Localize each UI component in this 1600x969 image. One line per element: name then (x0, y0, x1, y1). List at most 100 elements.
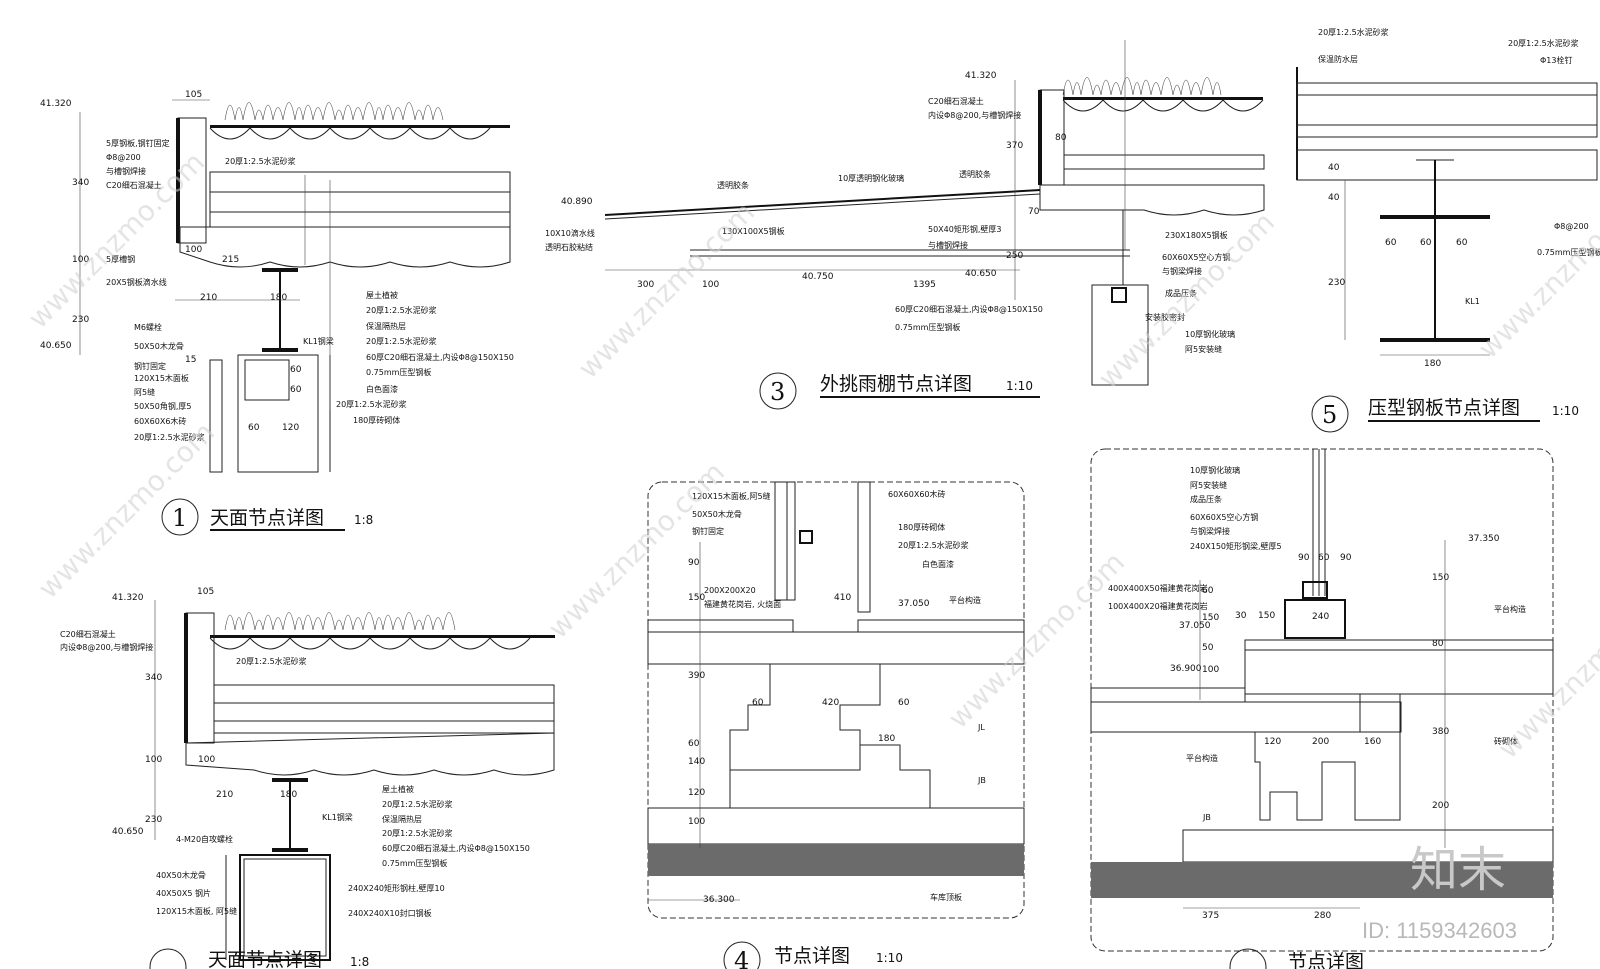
svg-text:40.650: 40.650 (112, 827, 144, 837)
svg-text:105: 105 (197, 587, 214, 597)
svg-text:内设Φ8@200,与槽钢焊接: 内设Φ8@200,与槽钢焊接 (928, 110, 1021, 120)
svg-text:20厚1:2.5水泥砂浆: 20厚1:2.5水泥砂浆 (898, 540, 969, 550)
svg-text:10厚透明钢化玻璃: 10厚透明钢化玻璃 (838, 173, 904, 183)
svg-text:保温防水层: 保温防水层 (1318, 54, 1358, 64)
svg-text:5厚钢板,钢钉固定: 5厚钢板,钢钉固定 (106, 138, 170, 148)
svg-text:60: 60 (1456, 238, 1468, 248)
svg-text:与钢梁焊接: 与钢梁焊接 (1162, 266, 1202, 276)
svg-text:150: 150 (688, 593, 705, 603)
svg-text:www.znzmo.com: www.znzmo.com (1492, 576, 1600, 765)
svg-text:60: 60 (290, 365, 302, 375)
svg-text:40.650: 40.650 (965, 269, 997, 279)
svg-text:透明胶条: 透明胶条 (717, 180, 749, 190)
svg-text:4: 4 (734, 947, 749, 969)
svg-text:平台构造: 平台构造 (1494, 604, 1526, 614)
svg-text:20厚1:2.5水泥砂浆: 20厚1:2.5水泥砂浆 (1508, 38, 1579, 48)
svg-text:0.75mm压型钢板: 0.75mm压型钢板 (366, 367, 431, 377)
svg-text:20厚1:2.5水泥砂浆: 20厚1:2.5水泥砂浆 (336, 399, 407, 409)
svg-text:C20细石混凝土: C20细石混凝土 (928, 96, 984, 106)
svg-text:20厚1:2.5水泥砂浆: 20厚1:2.5水泥砂浆 (236, 656, 307, 666)
detail-3-drawing (604, 40, 1265, 386)
svg-text:节点详图: 节点详图 (1288, 951, 1364, 969)
svg-text:60: 60 (688, 739, 700, 749)
svg-text:240: 240 (1312, 612, 1329, 622)
svg-text:0.75mm压型钢板: 0.75mm压型钢板 (1537, 247, 1600, 257)
svg-text:JB: JB (977, 776, 986, 785)
svg-text:150: 150 (1432, 573, 1449, 583)
svg-text:80: 80 (1432, 639, 1444, 649)
svg-text:3: 3 (770, 378, 785, 406)
svg-text:20厚1:2.5水泥砂浆: 20厚1:2.5水泥砂浆 (382, 799, 453, 809)
svg-text:230: 230 (72, 315, 89, 325)
svg-text:20厚1:2.5水泥砂浆: 20厚1:2.5水泥砂浆 (366, 336, 437, 346)
svg-text:100: 100 (1202, 665, 1219, 675)
svg-text:120X15木面板, 阿5缝: 120X15木面板, 阿5缝 (156, 906, 237, 916)
svg-text:60X60X5空心方钢: 60X60X5空心方钢 (1162, 252, 1230, 262)
svg-text:180: 180 (270, 293, 287, 303)
svg-text:40X50木龙骨: 40X50木龙骨 (156, 870, 206, 880)
svg-text:www.znzmo.com: www.znzmo.com (542, 456, 731, 645)
svg-text:180厚砖砌体: 180厚砖砌体 (898, 522, 945, 532)
svg-text:车库顶板: 车库顶板 (930, 892, 962, 902)
svg-text:40.890: 40.890 (561, 197, 593, 207)
svg-text:屋土植被: 屋土植被 (382, 784, 414, 794)
svg-text:60: 60 (898, 698, 910, 708)
detail-5-texts: 20厚1:2.5水泥砂浆 保温防水层 20厚1:2.5水泥砂浆 Φ13栓钉 Φ8… (1318, 27, 1600, 369)
svg-text:1:10: 1:10 (1006, 379, 1033, 393)
detail-number-circle (161, 498, 199, 536)
svg-text:60: 60 (1385, 238, 1397, 248)
svg-text:保温隔热层: 保温隔热层 (366, 321, 406, 331)
svg-text:20厚1:2.5水泥砂浆: 20厚1:2.5水泥砂浆 (134, 432, 205, 442)
svg-text:阿5安装缝: 阿5安装缝 (1185, 344, 1222, 354)
svg-text:60X60X60木砖: 60X60X60木砖 (888, 489, 946, 499)
svg-text:钢钉固定: 钢钉固定 (692, 526, 724, 536)
svg-text:20厚1:2.5水泥砂浆: 20厚1:2.5水泥砂浆 (366, 305, 437, 315)
svg-text:240X240X10封口钢板: 240X240X10封口钢板 (348, 908, 432, 918)
detail-1-texts: 41.320 40.650 105 340 100 230 100 215 21… (40, 90, 514, 442)
svg-text:1:10: 1:10 (876, 951, 903, 965)
svg-text:37.050: 37.050 (1179, 621, 1211, 631)
svg-text:15: 15 (185, 355, 196, 365)
svg-text:60: 60 (248, 423, 260, 433)
svg-text:50X50木龙骨: 50X50木龙骨 (692, 509, 742, 519)
svg-text:90: 90 (1340, 553, 1352, 563)
svg-text:Φ8@200: Φ8@200 (1554, 222, 1589, 231)
svg-text:50X40矩形钢,壁厚3: 50X40矩形钢,壁厚3 (928, 224, 1001, 234)
detail-4-title: 4 节点详图 1:10 (723, 941, 903, 969)
svg-text:50X50木龙骨: 50X50木龙骨 (134, 341, 184, 351)
detail-4-drawing (647, 481, 1025, 919)
svg-text:180厚砖砌体: 180厚砖砌体 (353, 415, 400, 425)
svg-text:240X150矩形钢梁,壁厚5: 240X150矩形钢梁,壁厚5 (1190, 541, 1282, 551)
svg-text:180: 180 (878, 734, 895, 744)
watermark-id: ID: 1159342603 (1362, 918, 1517, 943)
svg-text:20厚1:2.5水泥砂浆: 20厚1:2.5水泥砂浆 (382, 828, 453, 838)
svg-text:60: 60 (1318, 553, 1330, 563)
svg-text:JB: JB (1202, 813, 1211, 822)
svg-text:20厚1:2.5水泥砂浆: 20厚1:2.5水泥砂浆 (1318, 27, 1389, 37)
detail-5-drawing (1296, 67, 1598, 356)
detail-2-drawing (154, 600, 555, 961)
svg-text:180: 180 (280, 790, 297, 800)
svg-text:60X60X6木砖: 60X60X6木砖 (134, 416, 186, 426)
svg-text:230X180X5钢板: 230X180X5钢板 (1165, 230, 1228, 240)
svg-text:130X100X5钢板: 130X100X5钢板 (722, 226, 785, 236)
svg-text:120X15木面板,阿5缝: 120X15木面板,阿5缝 (692, 491, 771, 501)
svg-text:1:10: 1:10 (1552, 404, 1579, 418)
svg-text:50: 50 (1202, 643, 1214, 653)
svg-text:透明石胶粘结: 透明石胶粘结 (545, 242, 593, 252)
svg-text:KL1: KL1 (1465, 297, 1480, 306)
svg-text:100: 100 (688, 817, 705, 827)
svg-text:100: 100 (702, 280, 719, 290)
detail-5-title: 5 压型钢板节点详图 1:10 (1311, 395, 1579, 433)
svg-text:1:8: 1:8 (350, 955, 369, 969)
svg-text:230: 230 (1328, 278, 1345, 288)
svg-text:10厚钢化玻璃: 10厚钢化玻璃 (1190, 465, 1240, 475)
svg-text:M6螺栓: M6螺栓 (134, 322, 162, 332)
svg-text:0.75mm压型钢板: 0.75mm压型钢板 (382, 858, 447, 868)
svg-text:30: 30 (1235, 611, 1247, 621)
svg-text:210: 210 (200, 293, 217, 303)
svg-text:20厚1:2.5水泥砂浆: 20厚1:2.5水泥砂浆 (225, 156, 296, 166)
svg-text:300: 300 (637, 280, 654, 290)
svg-text:390: 390 (688, 671, 705, 681)
